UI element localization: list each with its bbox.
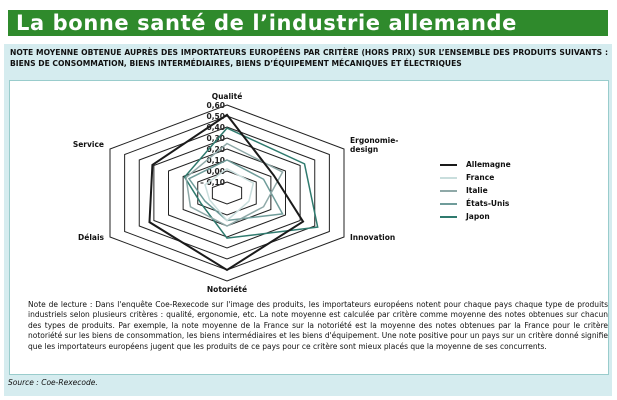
grid-ring [109,104,345,282]
series-france [204,167,255,222]
tick-label: 0,00 [206,167,225,176]
axis-label: Qualité [212,92,243,101]
tick-label: 0,20 [206,145,225,154]
tick-label: 0,40 [206,123,225,132]
tick-label: 0,60 [206,101,225,110]
source-line: Source : Coe-Rexecode. [8,378,98,387]
axis-label: Délais [78,233,105,242]
legend-item: Allemagne [440,158,511,171]
grid-ring [138,126,316,260]
legend-label: États-Unis [466,199,510,208]
axis-label: Service [73,140,104,149]
legend-swatch [440,202,457,205]
grid-ring [153,137,301,249]
tick-label: 0,10 [206,156,225,165]
legend-label: Allemagne [466,160,511,169]
axis-label: Notoriété [207,285,247,294]
legend-item: États-Unis [440,197,511,210]
series-italie [185,142,284,227]
page-title: La bonne santé de l’industrie allemande [8,10,608,36]
tick-label: 0,50 [206,112,225,121]
axis-label: Ergonomie-design [350,136,398,154]
legend-swatch [440,189,457,192]
legend-swatch [440,176,457,179]
grid-ring [197,170,257,216]
legend-label: Italie [466,186,488,195]
series-allemagne [148,113,305,272]
grid-ring [168,148,286,238]
legend-item: Italie [440,184,511,197]
legend-label: France [466,173,495,182]
series-japon [183,127,319,239]
grid-ring [124,115,330,271]
legend-label: Japon [466,212,490,221]
axis-label: Innovation [350,233,395,242]
reading-note: Note de lecture : Dans l'enquête Coe-Rex… [28,300,608,351]
legend-swatch [440,163,457,166]
legend-item: Japon [440,210,511,223]
grid-ring [211,181,243,205]
tick-label: 0,30 [206,134,225,143]
chart-subtitle: NOTE MOYENNE OBTENUE AUPRÈS DES IMPORTAT… [10,48,608,68]
legend-swatch [440,215,457,218]
legend-item: France [440,171,511,184]
tick-label: – 0,10 [200,178,225,187]
